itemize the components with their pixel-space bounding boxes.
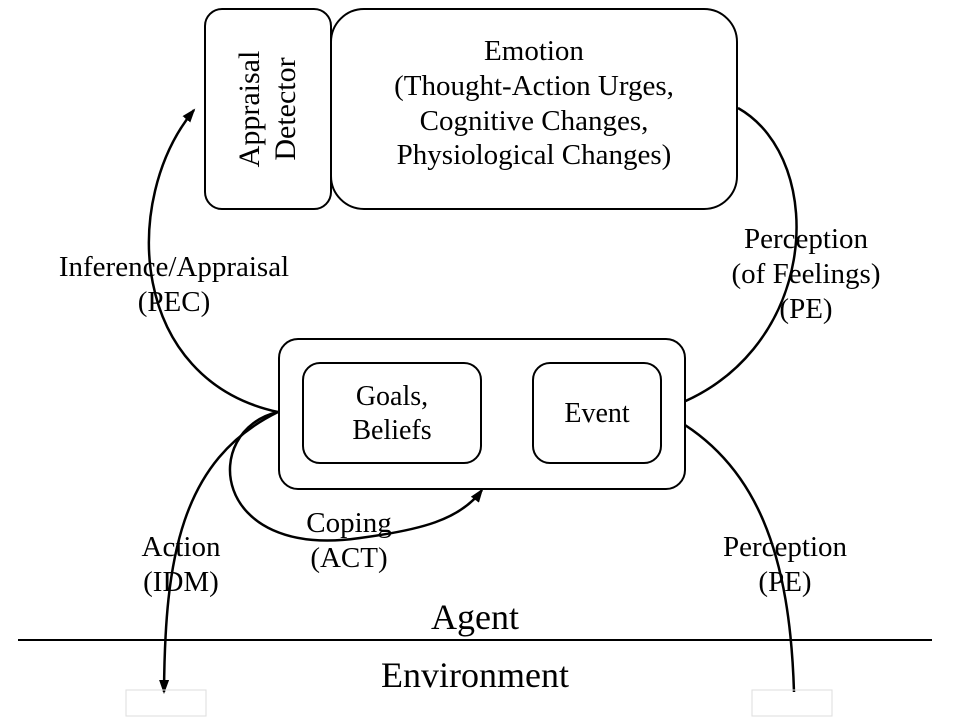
- coping-label: Coping (ACT): [306, 507, 392, 574]
- perception-env-arrow: [660, 410, 796, 693]
- action-arrow: [159, 410, 279, 694]
- goals-beliefs-box: Goals, Beliefs: [302, 362, 482, 464]
- env-right-placeholder: [751, 689, 833, 717]
- event-label: Event: [564, 398, 630, 429]
- appraisal-detector-box: Appraisal Detector: [204, 8, 332, 210]
- perception-feelings-label: Perception (of Feelings) (PE): [731, 223, 881, 325]
- environment-region-label: Environment: [381, 655, 569, 695]
- action-label: Action (IDM): [141, 531, 221, 598]
- appraisal-detector-label: Appraisal Detector: [233, 50, 302, 168]
- perception-env-label: Perception (PE): [722, 531, 847, 598]
- inference-appraisal-label: Inference/Appraisal (PEC): [58, 251, 290, 318]
- emotion-label: Emotion (Thought-Action Urges, Cognitive…: [394, 35, 674, 172]
- perception-feelings-arrow: [660, 106, 798, 412]
- event-box: Event: [532, 362, 662, 464]
- coping-arrow: [228, 410, 484, 542]
- emotion-box: Emotion (Thought-Action Urges, Cognitive…: [330, 8, 738, 210]
- inference-appraisal-arrow: [147, 108, 279, 414]
- env-left-placeholder: [125, 689, 207, 717]
- agent-region-label: Agent: [431, 597, 519, 637]
- goals-beliefs-label: Goals, Beliefs: [352, 381, 432, 446]
